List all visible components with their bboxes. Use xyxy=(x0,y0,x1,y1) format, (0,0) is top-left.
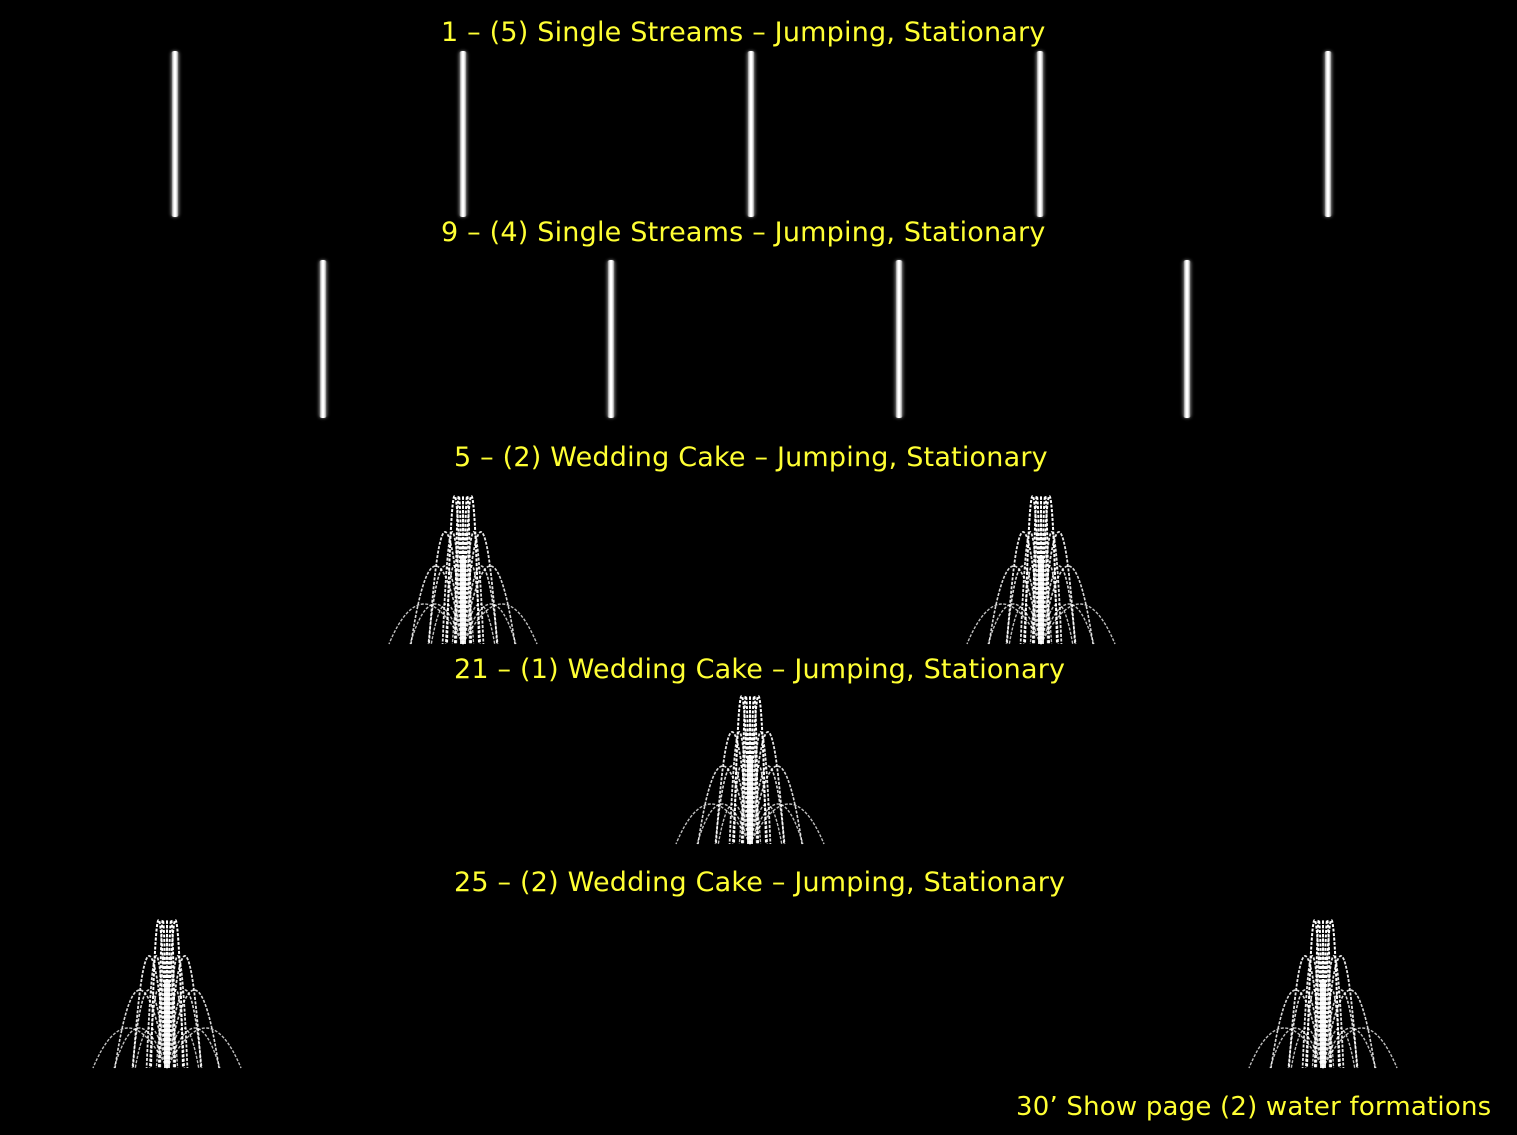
wedding-cake-fountain-icon xyxy=(388,495,538,646)
single-stream-icon xyxy=(895,260,903,418)
footer-caption: 30’ Show page (2) water formations xyxy=(1016,1092,1492,1122)
wedding-cake-fountain-icon xyxy=(966,495,1116,646)
caption-row2-single-streams: 9 – (4) Single Streams – Jumping, Statio… xyxy=(441,217,1046,248)
single-stream-icon xyxy=(1036,51,1044,217)
single-stream-icon xyxy=(171,51,179,217)
caption-row3-wedding-cake: 5 – (2) Wedding Cake – Jumping, Stationa… xyxy=(454,442,1048,473)
single-stream-icon xyxy=(319,260,327,418)
caption-row4-wedding-cake: 21 – (1) Wedding Cake – Jumping, Station… xyxy=(454,654,1066,685)
single-stream-icon xyxy=(1324,51,1332,217)
wedding-cake-fountain-icon xyxy=(1248,919,1398,1070)
single-stream-icon xyxy=(459,51,467,217)
single-stream-icon xyxy=(607,260,615,418)
single-stream-icon xyxy=(1183,260,1191,418)
single-stream-icon xyxy=(747,51,755,217)
caption-row5-wedding-cake: 25 – (2) Wedding Cake – Jumping, Station… xyxy=(454,867,1066,898)
wedding-cake-fountain-icon xyxy=(675,695,825,846)
wedding-cake-fountain-icon xyxy=(92,919,242,1070)
caption-row1-single-streams: 1 – (5) Single Streams – Jumping, Statio… xyxy=(441,17,1046,48)
